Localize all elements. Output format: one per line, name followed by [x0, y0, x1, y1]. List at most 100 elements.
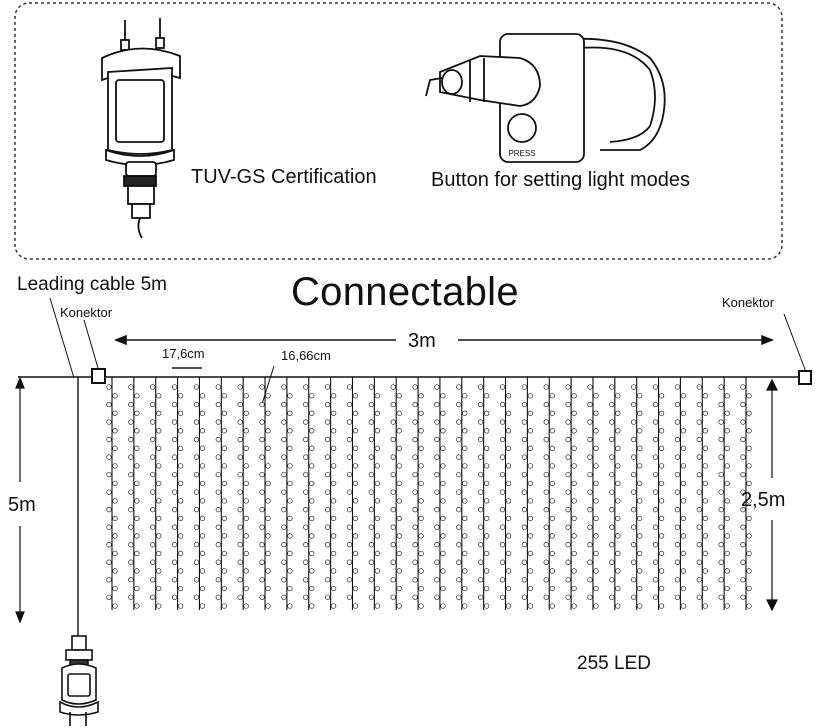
led-bead: [521, 542, 528, 548]
led-bead: [193, 454, 200, 460]
led-bead: [106, 401, 112, 408]
led-bead: [746, 445, 752, 451]
led-bead: [462, 603, 468, 609]
led-bead: [434, 384, 440, 390]
led-bead: [484, 463, 490, 469]
led-bead: [346, 401, 353, 408]
led-bead: [499, 542, 506, 548]
led-bead: [587, 401, 593, 408]
led-bead: [484, 550, 490, 557]
led-bead: [746, 393, 752, 399]
led-bead: [215, 594, 221, 600]
led-bead: [674, 401, 681, 408]
led-bead: [390, 471, 396, 478]
led-bead: [674, 384, 681, 390]
led-bead: [549, 603, 555, 609]
led-bead: [199, 445, 206, 451]
led-bead: [128, 542, 134, 548]
led-bead: [259, 524, 265, 530]
led-bead: [484, 515, 490, 522]
led-bead: [156, 463, 162, 469]
led-bead: [128, 594, 134, 600]
led-bead: [740, 471, 746, 478]
led-bead: [631, 384, 637, 390]
led-bead: [740, 384, 746, 390]
led-bead: [499, 489, 506, 495]
led-bead: [696, 471, 702, 478]
led-bead: [418, 428, 424, 434]
led-bead: [680, 393, 687, 399]
led-bead: [549, 445, 555, 451]
led-bead: [456, 471, 462, 478]
led-bead: [587, 384, 593, 390]
led-bead: [746, 533, 752, 539]
led-bead: [106, 454, 112, 460]
led-bead: [702, 428, 708, 434]
led-bead: [128, 419, 134, 425]
led-bead: [309, 515, 315, 522]
led-bead: [609, 559, 615, 565]
led-bead: [521, 419, 528, 425]
led-bead: [418, 585, 424, 592]
led-bead: [330, 445, 337, 451]
led-bead: [680, 410, 687, 416]
led-bead: [746, 410, 752, 416]
led-bead: [658, 393, 665, 399]
led-bead: [237, 524, 243, 530]
led-bead: [484, 428, 490, 434]
led-bead: [718, 454, 724, 460]
led-bead: [724, 515, 730, 522]
led-bead: [259, 471, 265, 478]
led-bead: [171, 577, 178, 583]
led-bead: [674, 524, 681, 530]
led-bead: [324, 559, 331, 565]
led-bead: [571, 568, 577, 574]
led-bead: [571, 585, 577, 592]
led-bead: [106, 506, 112, 513]
led-bead: [221, 585, 227, 592]
led-bead: [527, 410, 534, 416]
led-bead: [718, 594, 724, 600]
led-bead: [571, 445, 577, 451]
led-bead: [418, 515, 424, 522]
cable-length-dimension: [15, 376, 25, 624]
led-bead: [702, 550, 708, 557]
led-bead: [177, 568, 184, 574]
led-bead: [346, 594, 353, 600]
led-bead: [456, 559, 462, 565]
led-bead: [412, 542, 418, 548]
led-bead: [303, 436, 309, 443]
led-bead: [396, 550, 402, 557]
led-bead: [637, 550, 643, 557]
led-bead: [418, 550, 424, 557]
led-bead: [309, 568, 315, 574]
led-bead: [631, 524, 637, 530]
led-bead: [440, 550, 446, 557]
led-bead: [171, 542, 178, 548]
led-bead: [374, 463, 380, 469]
led-bead: [303, 559, 309, 565]
led-bead: [368, 454, 374, 460]
led-bead: [265, 533, 271, 539]
led-bead: [434, 489, 440, 495]
led-bead: [484, 480, 490, 487]
led-bead: [396, 533, 402, 539]
led-bead: [309, 498, 315, 504]
led-bead: [718, 542, 724, 548]
led-bead: [478, 506, 484, 513]
led-bead: [199, 515, 206, 522]
button-label: Button for setting light modes: [431, 169, 691, 191]
led-bead: [150, 506, 156, 513]
led-bead: [543, 401, 549, 408]
led-bead: [478, 454, 484, 460]
led-bead: [587, 524, 593, 530]
led-bead: [215, 436, 221, 443]
led-bead: [593, 410, 599, 416]
led-bead: [177, 410, 184, 416]
led-bead: [565, 577, 571, 583]
led-bead: [243, 480, 249, 487]
led-bead: [177, 550, 184, 557]
led-bead: [462, 568, 468, 574]
led-bead: [658, 410, 665, 416]
led-bead: [390, 384, 396, 390]
